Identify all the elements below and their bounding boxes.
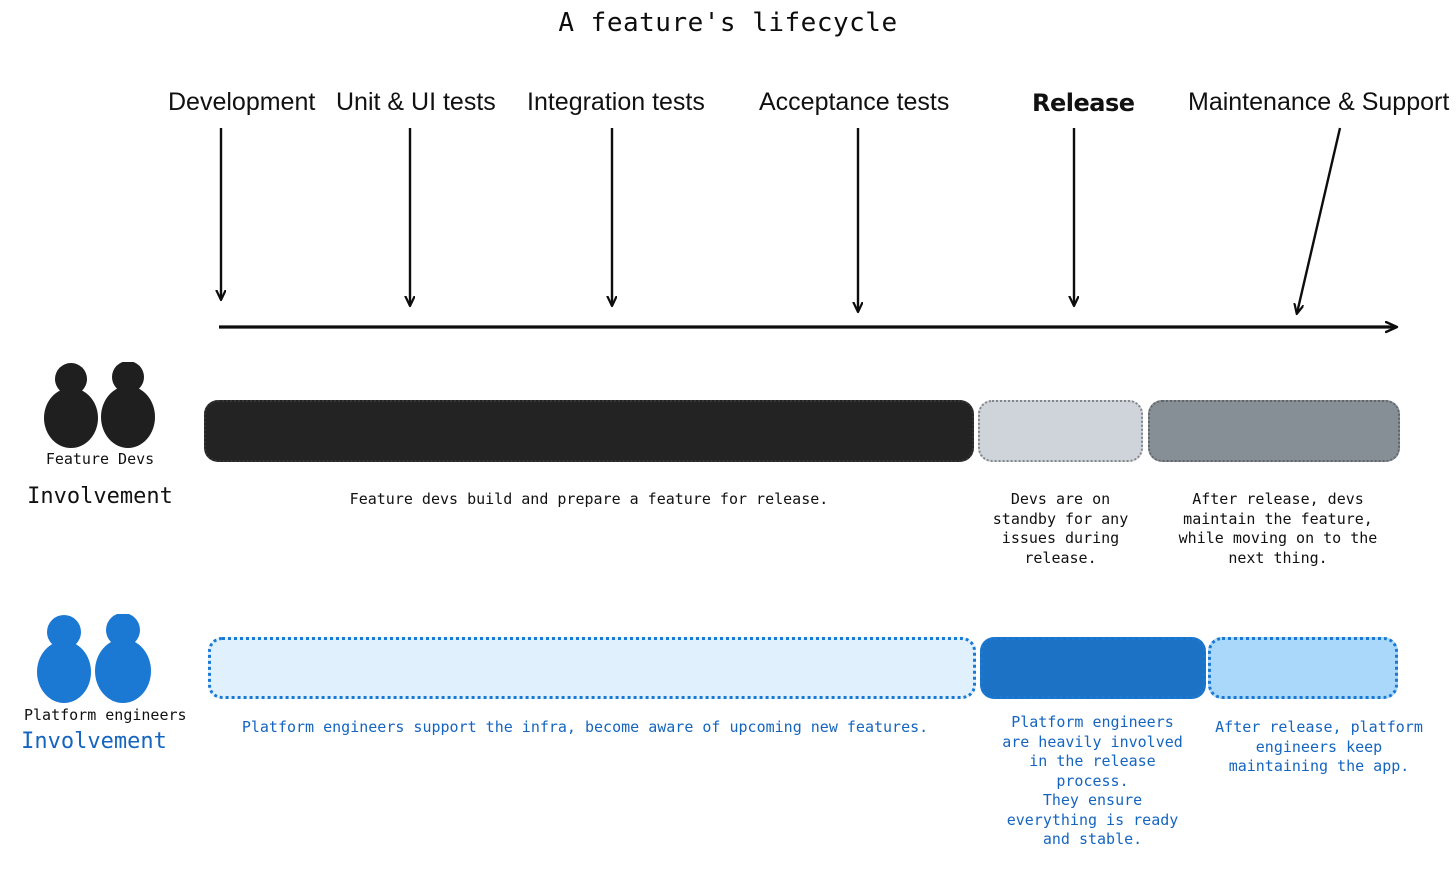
page-title: A feature's lifecycle <box>558 8 898 38</box>
devs-bar-maintenance <box>1148 400 1400 462</box>
devs-bar-release <box>978 400 1143 462</box>
platform-caption-development-acceptance: Platform engineers support the infra, be… <box>241 718 929 736</box>
phase-label-integration-tests: Integration tests <box>527 88 705 116</box>
phase-label-unit-ui-tests: Unit & UI tests <box>336 88 496 116</box>
phase-label-development: Development <box>168 88 316 116</box>
platform-engineers-involvement-label: Involvement <box>21 729 167 754</box>
phase-label-release: Release <box>1032 89 1135 117</box>
platform-engineers-label: Platform engineers <box>24 706 187 724</box>
pointer-arrow-maintenance-support <box>1297 127 1342 313</box>
platform-bar-release <box>980 637 1206 699</box>
phase-label-acceptance-tests: Acceptance tests <box>759 88 950 116</box>
phase-label-maintenance-support: Maintenance & Support <box>1188 88 1450 116</box>
devs-bar-development-acceptance <box>204 400 974 462</box>
platform-bar-development-acceptance <box>208 637 976 699</box>
devs-caption-maintenance: After release, devs maintain the feature… <box>1178 490 1378 567</box>
two-people-icon <box>44 362 155 448</box>
platform-caption-release: Platform engineers are heavily involved … <box>1002 713 1183 848</box>
platform-bar-maintenance <box>1208 637 1398 699</box>
feature-devs-label: Feature Devs <box>45 450 155 468</box>
devs-caption-development-acceptance: Feature devs build and prepare a feature… <box>349 490 829 508</box>
devs-caption-release: Devs are on standby for any issues durin… <box>992 490 1129 567</box>
two-people-icon <box>37 614 151 703</box>
platform-engineers-people-group: Platform engineers <box>24 614 187 724</box>
feature-devs-people-group: Feature Devs <box>36 362 164 468</box>
feature-devs-involvement-label: Involvement <box>27 484 173 509</box>
platform-caption-maintenance: After release, platform engineers keep m… <box>1215 718 1423 775</box>
